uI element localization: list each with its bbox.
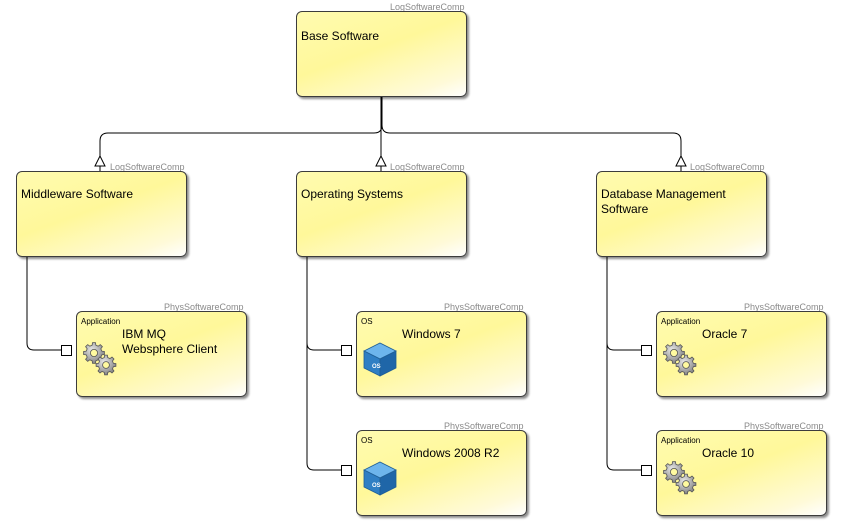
component-box[interactable]: Application IBM MQ Websphere Client (76, 311, 247, 397)
gear-icon (663, 461, 697, 495)
stereotype-label: PhysSoftwareComp (444, 421, 524, 431)
stereotype-label: PhysSoftwareComp (444, 302, 524, 312)
component-box[interactable]: Application Oracle 10 (656, 430, 827, 516)
realization-connector (306, 256, 341, 351)
component-title: IBM MQ Websphere Client (122, 327, 218, 356)
node-box[interactable]: Operating Systems (296, 171, 467, 257)
svg-text:OS: OS (372, 483, 381, 489)
gear-icon (83, 342, 117, 376)
component-kind: Application (81, 317, 121, 326)
component-kind: Application (661, 436, 701, 445)
component-box[interactable]: OS Windows 7 OS (356, 311, 527, 397)
node-box[interactable]: Base Software (296, 11, 467, 97)
component-title: Windows 2008 R2 (402, 446, 500, 460)
component-title: Oracle 7 (702, 327, 748, 341)
stereotype-label: LogSoftwareComp (110, 162, 185, 172)
component-windows-2008-r2[interactable]: PhysSoftwareComp OS Windows 2008 R2 OS (356, 421, 527, 516)
node-operating-systems[interactable]: LogSoftwareComp Operating Systems (296, 162, 467, 257)
node-database-management-software[interactable]: LogSoftwareComp Database Management Soft… (596, 162, 767, 257)
node-box[interactable]: Middleware Software (16, 171, 187, 257)
stereotype-label: LogSoftwareComp (390, 162, 465, 172)
component-box[interactable]: OS Windows 2008 R2 OS (356, 430, 527, 516)
component-kind: OS (361, 436, 373, 445)
port-oracle-7[interactable] (641, 345, 652, 356)
component-oracle-7[interactable]: PhysSoftwareComp Application Oracle 7 (656, 302, 827, 397)
component-title: Oracle 10 (702, 446, 755, 460)
gear-icon (663, 342, 697, 376)
component-oracle-10[interactable]: PhysSoftwareComp Application Oracle 10 (656, 421, 827, 516)
component-kind: Application (661, 317, 701, 326)
stereotype-label: LogSoftwareComp (390, 2, 465, 12)
os-cube-icon: OS (363, 461, 397, 496)
os-cube-icon: OS (363, 342, 397, 377)
component-kind: OS (361, 317, 373, 326)
realization-connector (606, 340, 641, 471)
port-oracle-10[interactable] (641, 465, 652, 476)
stereotype-label: PhysSoftwareComp (164, 302, 244, 312)
port-windows-2008-r2[interactable] (341, 465, 352, 476)
svg-text:OS: OS (372, 364, 381, 370)
node-title: Database Management Software (601, 187, 726, 216)
stereotype-label: PhysSoftwareComp (744, 302, 824, 312)
realization-connector (306, 340, 341, 471)
node-title: Operating Systems (301, 187, 404, 201)
stereotype-label: LogSoftwareComp (690, 162, 765, 172)
realization-connector (26, 256, 61, 351)
node-middleware-software[interactable]: LogSoftwareComp Middleware Software (16, 162, 187, 257)
node-box[interactable]: Database Management Software (596, 171, 767, 257)
stereotype-label: PhysSoftwareComp (744, 421, 824, 431)
port-ibm-mq[interactable] (61, 345, 72, 356)
generalization-connector (99, 96, 383, 156)
node-title: Middleware Software (21, 187, 134, 201)
component-title: Windows 7 (402, 327, 461, 341)
node-title: Base Software (301, 29, 380, 43)
component-box[interactable]: Application Oracle 7 (656, 311, 827, 397)
generalization-connector (381, 124, 682, 156)
node-base-software[interactable]: LogSoftwareComp Base Software (296, 2, 467, 97)
component-windows-7[interactable]: PhysSoftwareComp OS Windows 7 OS (356, 302, 527, 397)
component-ibm-mq[interactable]: PhysSoftwareComp Application IBM MQ Webs… (76, 302, 247, 397)
port-windows-7[interactable] (341, 345, 352, 356)
realization-connector (606, 256, 641, 351)
